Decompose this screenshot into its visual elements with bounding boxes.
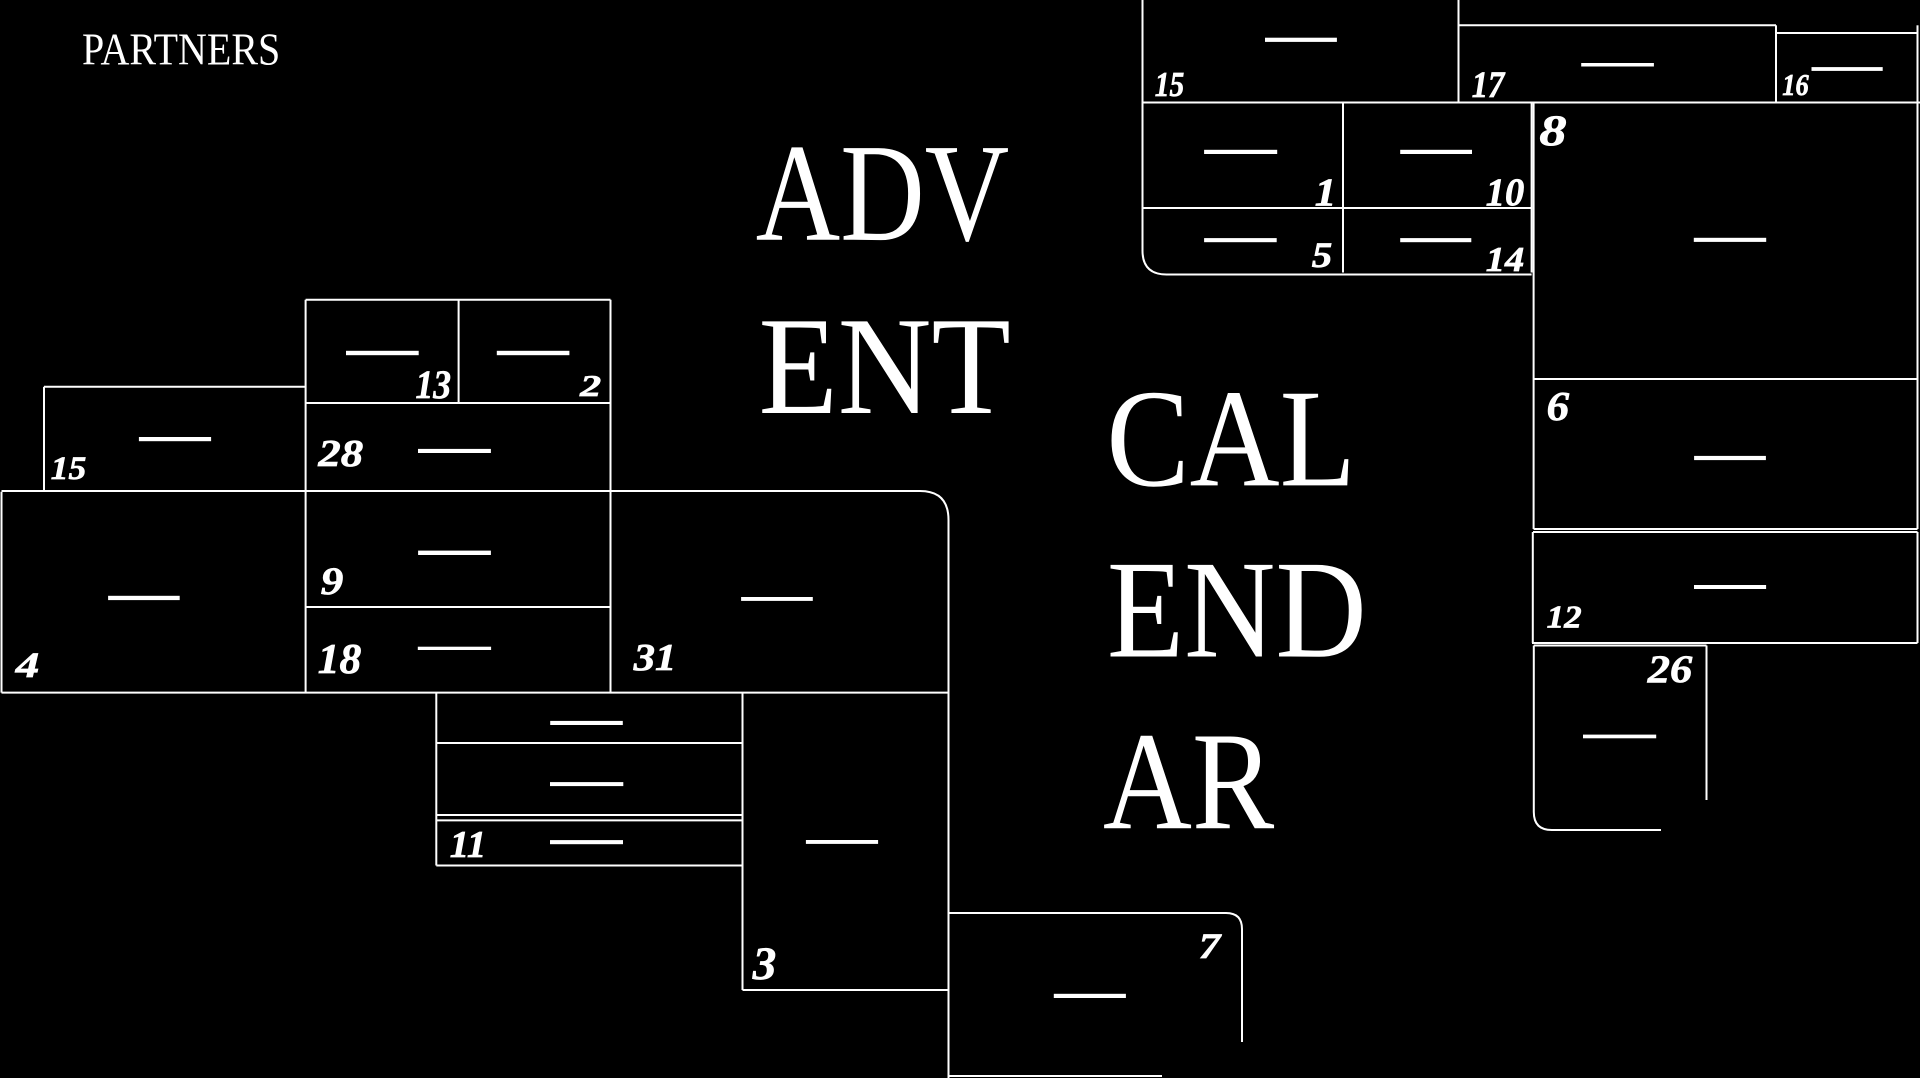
svg-text:31: 31 [633,637,677,679]
svg-text:18: 18 [318,637,362,683]
svg-text:6: 6 [1547,383,1570,429]
svg-text:3: 3 [752,938,777,990]
svg-text:8: 8 [1539,108,1566,155]
svg-text:9: 9 [321,560,344,603]
svg-text:1: 1 [1315,171,1337,214]
svg-text:PARTNERS: PARTNERS [82,26,280,76]
svg-text:END: END [1107,532,1367,687]
svg-text:4: 4 [14,645,39,685]
svg-text:CAL: CAL [1106,361,1355,516]
svg-text:ADV: ADV [756,115,1010,270]
svg-text:11: 11 [450,824,487,866]
svg-text:12: 12 [1547,598,1582,634]
svg-text:26: 26 [1647,648,1693,691]
svg-text:14: 14 [1486,240,1525,279]
svg-text:17: 17 [1472,65,1506,106]
svg-text:15: 15 [51,451,87,487]
svg-text:28: 28 [317,433,363,475]
svg-text:5: 5 [1312,235,1333,275]
svg-text:10: 10 [1486,171,1525,214]
svg-text:13: 13 [416,362,452,407]
svg-text:7: 7 [1199,926,1223,966]
svg-text:16: 16 [1782,67,1809,102]
svg-text:15: 15 [1155,65,1185,104]
svg-text:ENT: ENT [759,290,1011,445]
svg-text:2: 2 [579,368,601,403]
svg-text:AR: AR [1103,703,1274,859]
